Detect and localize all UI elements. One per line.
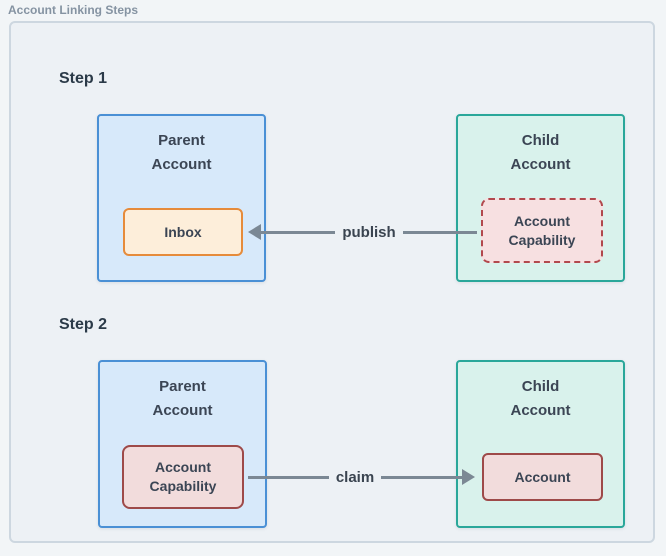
arrowhead-left-icon bbox=[248, 224, 261, 240]
arrowhead-right-icon bbox=[462, 469, 476, 485]
step2-parent-account-node: Parent Account Account Capability bbox=[98, 360, 267, 528]
arrow-line bbox=[261, 230, 336, 234]
arrow-line bbox=[381, 475, 463, 479]
step2-child-account-node: Child Account Account bbox=[456, 360, 625, 528]
step1-child-account-title: Child Account bbox=[510, 132, 571, 173]
step-1-label: Step 1 bbox=[59, 70, 108, 87]
claim-arrow-label: claim bbox=[335, 468, 375, 486]
step1-account-capability-node: Account Capability bbox=[481, 198, 603, 263]
diagram-title: Account Linking Steps bbox=[8, 3, 139, 17]
step1-inbox-node: Inbox bbox=[123, 208, 243, 256]
diagram-frame: Step 1 Parent Account Inbox Child Accoun… bbox=[9, 21, 655, 543]
step2-parent-account-title: Parent Account bbox=[152, 378, 213, 419]
arrow-line bbox=[402, 230, 478, 234]
step2-account-capability-node: Account Capability bbox=[122, 445, 244, 509]
publish-arrow-label: publish bbox=[342, 223, 396, 241]
step2-account-node: Account bbox=[482, 453, 603, 501]
step-2-label: Step 2 bbox=[59, 316, 108, 333]
step1-child-account-node: Child Account Account Capability bbox=[456, 114, 625, 282]
step1-parent-account-node: Parent Account Inbox bbox=[97, 114, 266, 282]
step1-parent-account-title: Parent Account bbox=[151, 132, 212, 173]
arrow-line bbox=[248, 475, 329, 479]
publish-arrow: publish bbox=[248, 219, 478, 245]
step2-child-account-title: Child Account bbox=[510, 378, 571, 419]
claim-arrow: claim bbox=[248, 464, 476, 490]
